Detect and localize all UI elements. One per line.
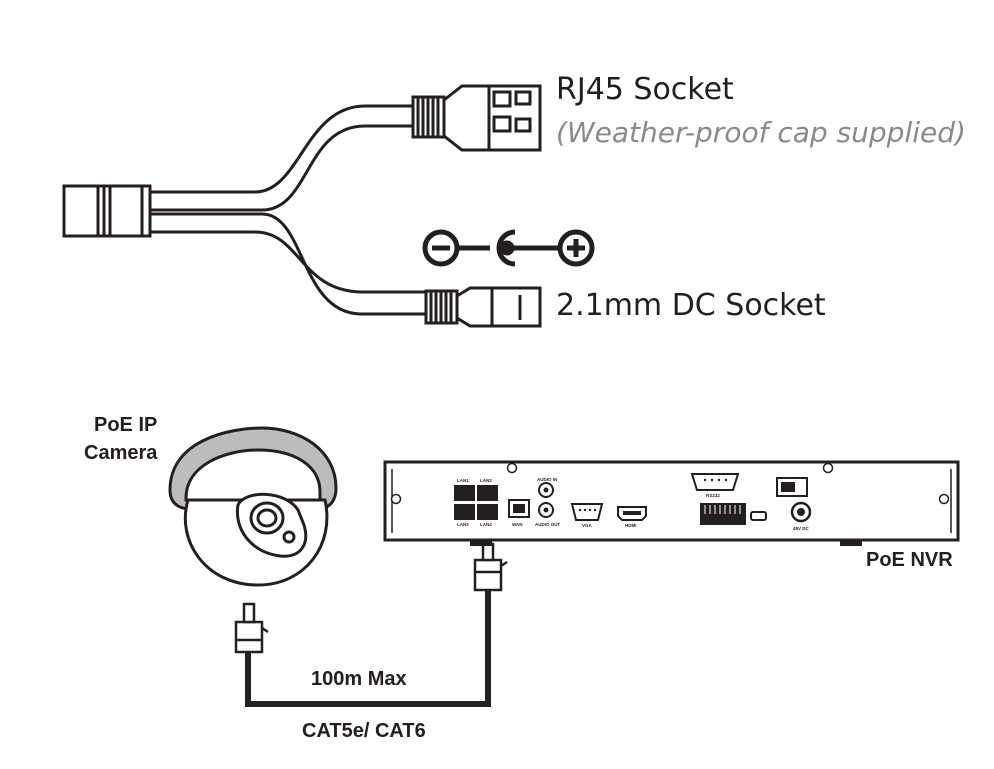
lan3-label: LAN3 (457, 522, 469, 527)
rs232-label: RS232 (706, 493, 720, 498)
hdmi-label: HDMI (625, 523, 637, 528)
main-connector (62, 184, 152, 238)
rj45-socket-label: RJ45 Socket (556, 72, 734, 107)
nvr-icon: LAN1 LAN2 LAN3 LAN4 WAN AUDIO IN AUDIO O… (383, 460, 960, 546)
split-cable (150, 104, 428, 316)
rj45-socket-icon (411, 84, 542, 152)
dc-socket-icon (424, 286, 542, 328)
dc-polarity-icon (422, 229, 595, 267)
nvr-label: PoE NVR (866, 549, 953, 571)
vga-port (570, 503, 604, 521)
dc-socket-label: 2.1mm DC Socket (556, 288, 826, 323)
camera-label-line2: Camera (84, 442, 158, 464)
rs232-port (690, 473, 740, 491)
camera-label-line1: PoE IP (94, 414, 158, 436)
audio-out-label: AUDIO OUT (535, 522, 561, 527)
camera-icon (168, 426, 338, 587)
camera-rj45-plug (234, 602, 269, 654)
nvr-rj45-plug (473, 542, 508, 592)
audio-in-label: AUDIO IN (537, 477, 557, 482)
terminal-block (700, 503, 746, 525)
usb-port (750, 511, 767, 521)
lan4-label: LAN4 (480, 522, 492, 527)
patch-cable (245, 590, 491, 707)
lan2-label: LAN2 (480, 478, 492, 483)
vga-label: VGA (582, 523, 593, 528)
lan-ports (454, 485, 498, 520)
distance-label: 100m Max (311, 668, 407, 690)
cable-type-label: CAT5e/ CAT6 (302, 720, 426, 742)
weather-cap-note: (Weather-proof cap supplied) (556, 116, 966, 149)
wan-label: WAN (512, 522, 523, 527)
lan1-label: LAN1 (457, 478, 469, 483)
power-label: 48V DC (793, 526, 810, 531)
